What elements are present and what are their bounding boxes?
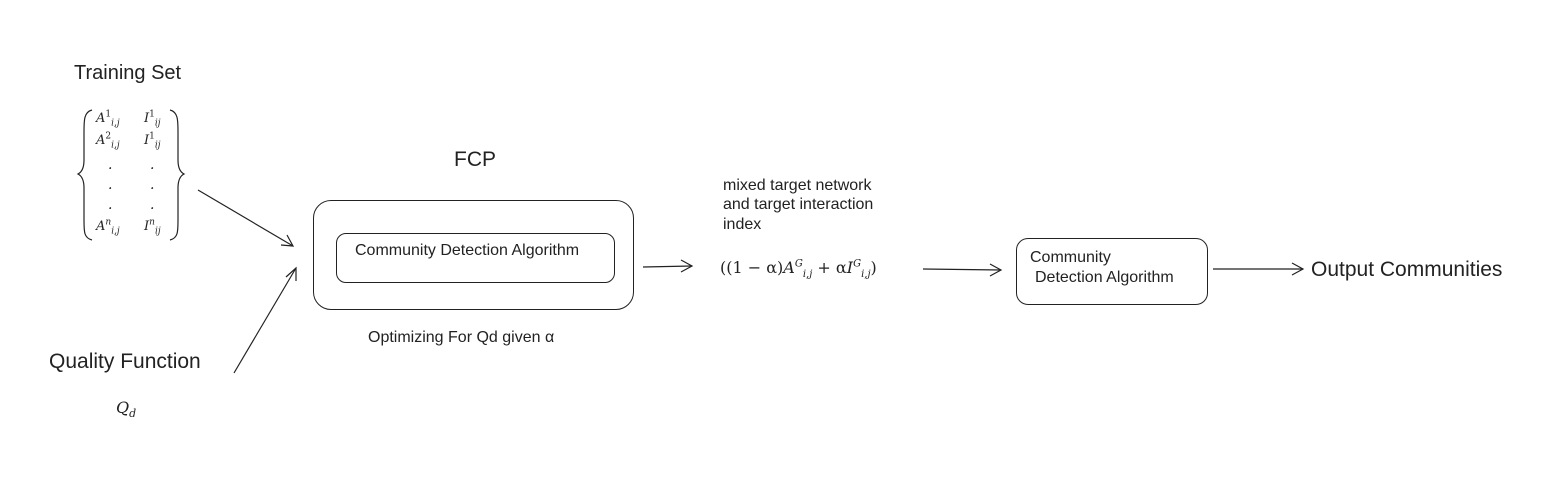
arrowhead-fcp-to-formula: [680, 259, 694, 273]
mixed-network-line-3: index: [723, 216, 762, 233]
mixed-network-line-2: and target interaction: [723, 196, 874, 213]
community-detection-box: [1016, 238, 1208, 305]
arrow-formula-to-community: [922, 268, 1002, 271]
output-communities-label: Output Communities: [1311, 258, 1503, 281]
fcp-outer-box: [313, 200, 634, 310]
matrix-cell-i2: I1ij: [144, 131, 161, 151]
matrix-right-brace: [169, 109, 186, 241]
matrix-dot: .: [108, 177, 113, 193]
matrix-left-brace: [76, 109, 93, 241]
arrowhead-formula-to-community: [989, 263, 1003, 277]
matrix-cell-an: Ani,j: [96, 217, 120, 237]
arrow-fcp-to-formula: [642, 265, 693, 268]
matrix-dot: .: [108, 157, 113, 173]
matrix-dot: .: [108, 197, 113, 213]
matrix-dot: .: [150, 157, 155, 173]
training-set-matrix: A1i,j I1ij A2i,j I1ij . . . . . . Ani,j …: [82, 108, 178, 240]
fcp-caption: Optimizing For Qd given α: [368, 329, 555, 346]
fcp-inner-label: Community Detection Algorithm: [355, 242, 580, 259]
arrow-training-to-fcp: [197, 189, 294, 247]
matrix-cell-a2: A2i,j: [96, 131, 120, 151]
fcp-title: FCP: [454, 148, 496, 171]
quality-function-symbol: Qd: [116, 398, 137, 421]
arrowhead-quality-to-fcp: [285, 266, 297, 281]
matrix-cell-i1: I1ij: [144, 109, 161, 129]
matrix-dot: .: [150, 177, 155, 193]
arrowhead-training-to-fcp: [280, 234, 295, 247]
mixed-network-line-1: mixed target network: [723, 177, 872, 194]
matrix-dot: .: [150, 197, 155, 213]
community-detection-line-2: Detection Algorithm: [1035, 269, 1174, 286]
matrix-cell-in: Inij: [144, 217, 161, 237]
community-detection-line-1: Community: [1030, 249, 1111, 266]
mixed-formula: ((1 − α)AGi,j + αIGi,j): [720, 258, 877, 281]
training-set-title: Training Set: [74, 62, 182, 84]
fcp-inner-box: [336, 233, 615, 283]
quality-function-label: Quality Function: [49, 350, 201, 373]
arrow-quality-to-fcp: [233, 267, 297, 374]
arrowhead-community-to-output: [1291, 262, 1305, 276]
matrix-cell-a1: A1i,j: [96, 109, 120, 129]
